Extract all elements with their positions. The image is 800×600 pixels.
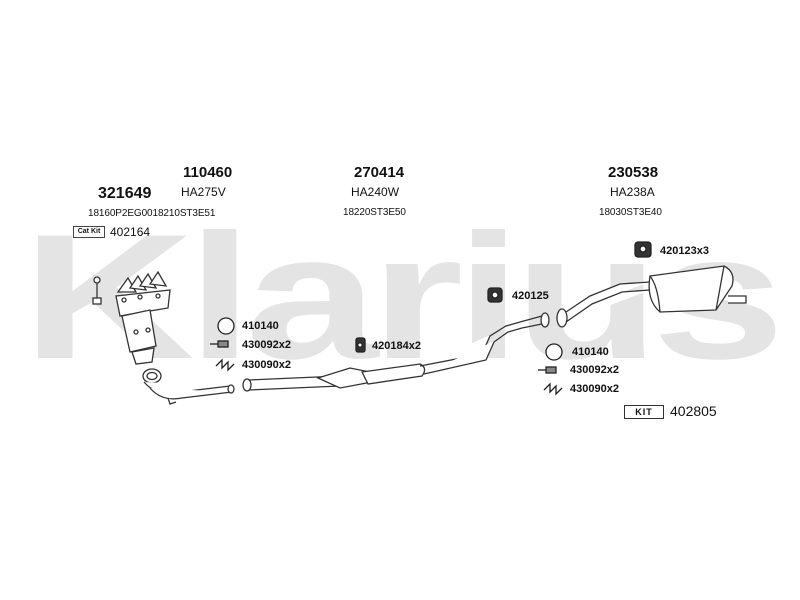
part-hanger-rear[interactable]: 420123x3 — [660, 245, 709, 257]
part-bolt-left[interactable]: 430092x2 — [242, 339, 291, 351]
rear-silencer — [556, 265, 747, 328]
part-spring-right[interactable]: 430090x2 — [570, 383, 619, 395]
oem-code-centre: 18220ST3E50 — [343, 207, 406, 218]
oem-code-cat: 18160P2EG0018210ST3E51 — [88, 208, 216, 219]
part-hanger-centre[interactable]: 420184x2 — [372, 340, 421, 352]
rear-bolt-icon — [538, 366, 557, 374]
code-front-pipe: HA275V — [181, 185, 226, 199]
spring-icon — [215, 358, 235, 372]
code-centre: HA240W — [351, 185, 400, 199]
bolt-icon — [210, 340, 229, 348]
part-number-front-pipe[interactable]: 110460 — [183, 164, 233, 181]
catalytic-converter-manifold — [92, 270, 171, 365]
gasket-ring-icon — [217, 317, 235, 335]
cat-kit-badge: Cat Kit — [73, 226, 105, 238]
part-number-cat[interactable]: 321649 — [98, 185, 152, 202]
rubber-hanger-icon — [355, 337, 366, 353]
front-downpipe — [142, 368, 235, 405]
rubber-mount-icon — [487, 287, 503, 303]
rear-gasket-ring-icon — [545, 343, 563, 361]
kit-number[interactable]: 402805 — [670, 403, 717, 419]
code-rear: HA238A — [610, 185, 655, 199]
centre-pipe-silencer — [242, 312, 550, 392]
part-gasket-left[interactable]: 410140 — [242, 320, 279, 332]
part-bolt-right[interactable]: 430092x2 — [570, 364, 619, 376]
part-hanger-mount[interactable]: 420125 — [512, 290, 549, 302]
cat-kit-number[interactable]: 402164 — [110, 225, 151, 239]
part-spring-left[interactable]: 430090x2 — [242, 359, 291, 371]
part-number-centre[interactable]: 270414 — [354, 164, 405, 181]
rear-rubber-mount-icon — [634, 241, 652, 258]
part-number-rear[interactable]: 230538 — [608, 164, 659, 181]
kit-badge: KIT — [624, 405, 664, 419]
rear-spring-icon — [543, 382, 563, 396]
part-gasket-right[interactable]: 410140 — [572, 346, 609, 358]
oem-code-rear: 18030ST3E40 — [599, 207, 662, 218]
